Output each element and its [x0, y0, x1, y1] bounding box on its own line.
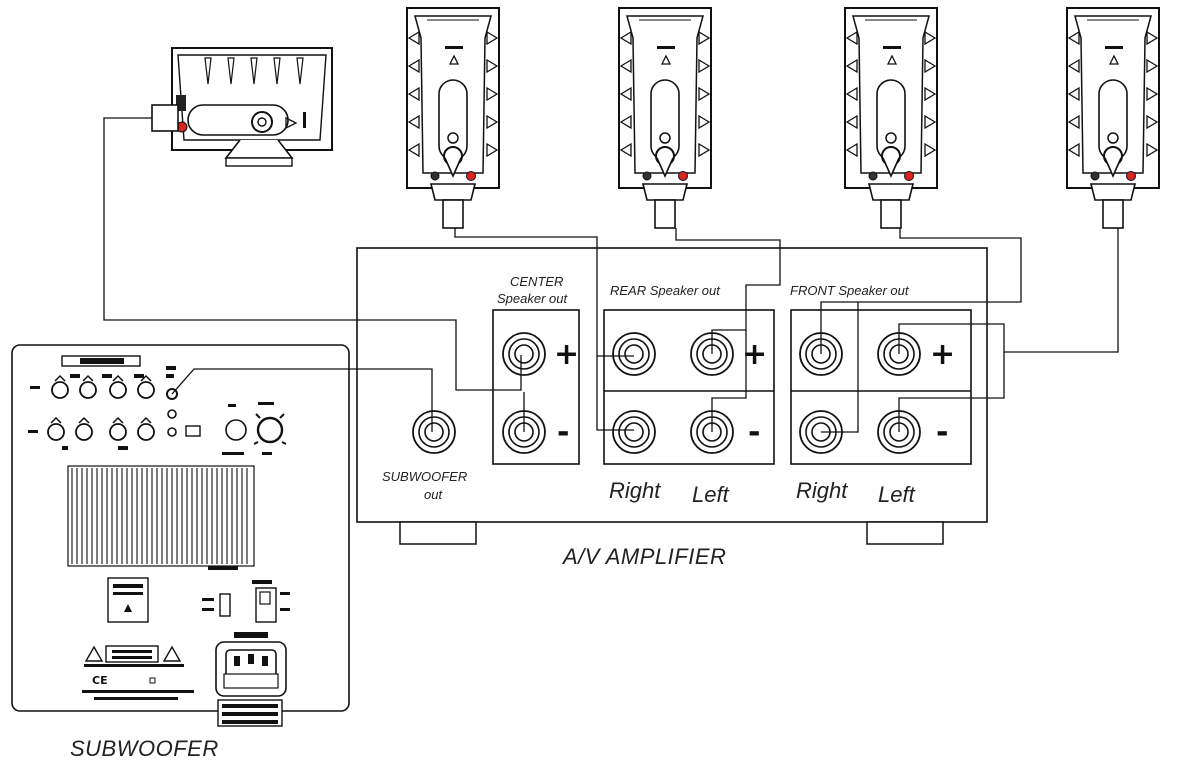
svg-text:CE: CE [92, 674, 108, 687]
amplifier-title: A/V AMPLIFIER [563, 544, 727, 569]
subwoofer-title: SUBWOOFER [70, 736, 219, 761]
front-left-speaker [1066, 7, 1160, 229]
front-minus-sign: - [936, 415, 949, 450]
center-plus-sign: + [554, 337, 580, 372]
subwoofer-out-label-sub: out [424, 487, 443, 502]
subwoofer-panel: CE [11, 344, 350, 727]
front-label: FRONT Speaker out [790, 283, 909, 298]
front-left-label: Left [878, 482, 915, 507]
center-minus-sign: - [557, 415, 570, 450]
rear-right-speaker [406, 7, 500, 229]
rear-left-label: Left [692, 482, 729, 507]
front-right-speaker [844, 7, 938, 229]
rear-label: REAR Speaker out [610, 283, 720, 298]
front-plus-sign: + [930, 337, 956, 372]
rear-plus-sign: + [742, 337, 768, 372]
av-amplifier [356, 247, 988, 545]
center-label-sub: Speaker out [497, 291, 568, 306]
subwoofer-out-label: SUBWOOFER [382, 469, 468, 484]
center-speaker [151, 47, 333, 167]
rear-left-speaker [618, 7, 712, 229]
speaker-wires [103, 117, 1119, 433]
center-label: CENTER [510, 274, 564, 289]
rear-right-label: Right [609, 478, 661, 503]
front-right-label: Right [796, 478, 848, 503]
rear-minus-sign: - [748, 415, 761, 450]
